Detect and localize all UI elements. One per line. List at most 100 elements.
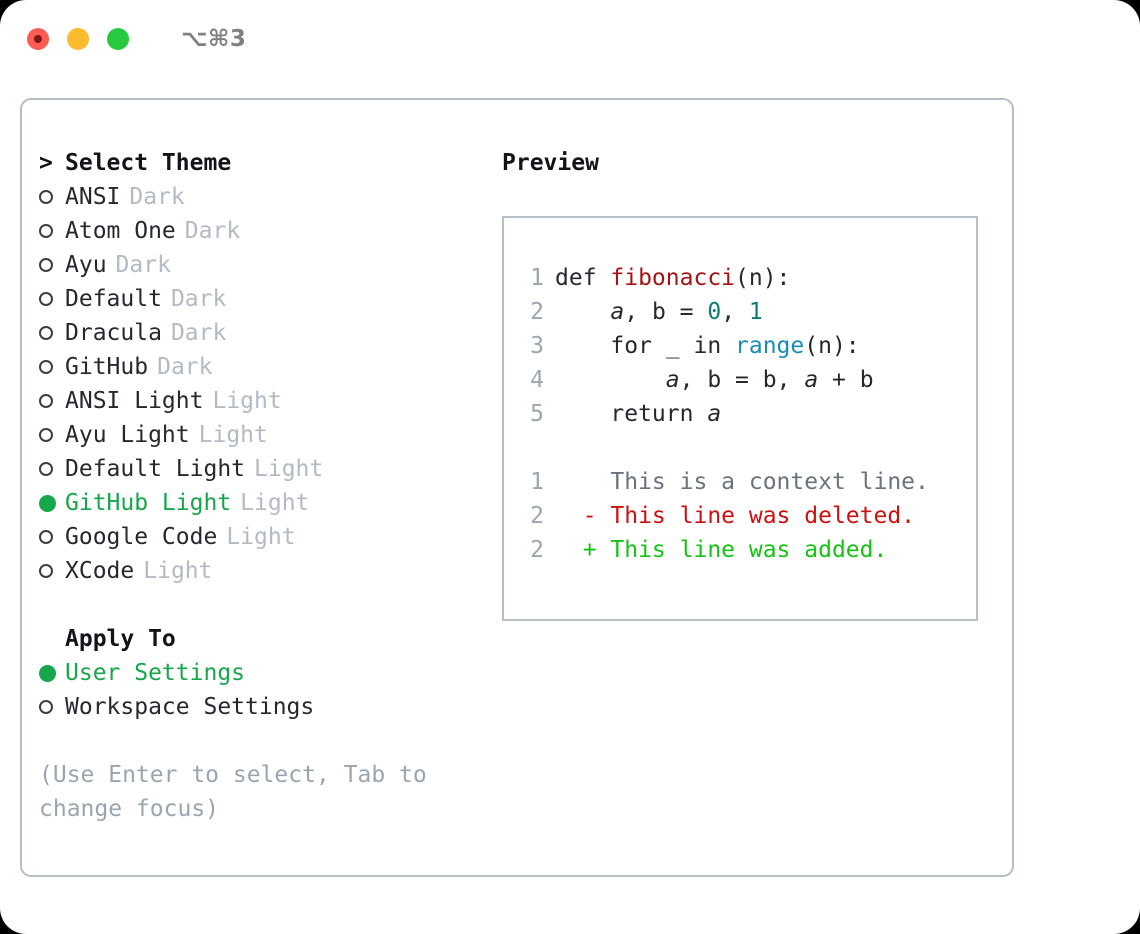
title-bar: ⌥⌘3 (0, 0, 1140, 78)
window-controls (27, 28, 129, 50)
theme-option-4[interactable]: Dracula Dark (39, 316, 469, 350)
theme-option-9[interactable]: GitHub Light Light (39, 486, 469, 520)
theme-variant-tag: Light (240, 490, 310, 516)
code-token-plain: b (859, 367, 874, 393)
code-token-plain: b (651, 299, 666, 325)
code-token-plain: (n): (735, 265, 791, 291)
radio-unselected-icon (39, 428, 65, 442)
code-token-plain: def (555, 265, 611, 291)
apply-option-0[interactable]: User Settings (39, 656, 469, 690)
theme-option-3[interactable]: Default Dark (39, 282, 469, 316)
radio-unselected-icon (39, 190, 65, 204)
radio-unselected-icon (39, 224, 65, 238)
code-line-text: a, b = b, a + b (544, 363, 874, 397)
close-button[interactable] (27, 28, 49, 50)
theme-option-label: Dracula (65, 320, 162, 346)
code-token-fn: fibonacci (610, 265, 736, 291)
select-theme-header: > Select Theme (39, 146, 469, 180)
zoom-button[interactable] (107, 28, 129, 50)
theme-variant-tag: Dark (170, 286, 227, 312)
theme-option-label: Default (65, 286, 162, 312)
code-line-text: a, b = 0, 1 (544, 295, 763, 329)
close-icon (34, 35, 42, 43)
code-token-num: 1 (748, 299, 763, 325)
apply-to-header-label: Apply To (65, 626, 176, 652)
code-token-plain: , (721, 299, 749, 325)
diff-line-number: 1 (530, 469, 544, 495)
theme-variant-tag: Light (143, 558, 213, 584)
radio-unselected-icon (39, 394, 65, 408)
theme-option-label: GitHub (65, 354, 149, 380)
code-token-plain: , (776, 367, 805, 393)
diff-line-ctx: 1 This is a context line. (504, 465, 976, 499)
apply-option-label: User Settings (65, 660, 246, 686)
theme-option-label: ANSI (65, 184, 121, 210)
theme-option-label: XCode (65, 558, 135, 584)
diff-line-number: 2 (530, 537, 544, 563)
radio-unselected-icon (39, 258, 65, 272)
theme-variant-tag: Light (254, 456, 324, 482)
code-token-plain: + (818, 367, 860, 393)
radio-glyph (39, 292, 53, 306)
theme-option-label: ANSI Light (65, 388, 204, 414)
radio-glyph (39, 428, 53, 442)
diff-line-text: This is a context line. (555, 469, 929, 495)
diff-sample: 1 This is a context line.2 - This line w… (504, 465, 976, 567)
code-line: 4 a, b = b, a + b (504, 363, 976, 397)
diff-line-number: 2 (530, 503, 544, 529)
code-token-plain: = (721, 367, 763, 393)
caret-icon: > (39, 150, 53, 176)
radio-glyph (39, 564, 53, 578)
keyboard-hint: (Use Enter to select, Tab to change focu… (39, 762, 427, 822)
theme-option-11[interactable]: XCode Light (39, 554, 469, 588)
radio-unselected-icon (39, 530, 65, 544)
apply-option-1[interactable]: Workspace Settings (39, 690, 469, 724)
theme-variant-tag: Light (212, 388, 282, 414)
theme-option-label: Atom One (65, 218, 176, 244)
theme-option-label: Ayu (65, 252, 107, 278)
theme-variant-tag: Dark (170, 320, 227, 346)
radio-unselected-icon (39, 292, 65, 306)
code-line-number: 5 (530, 401, 544, 427)
apply-to-header: >Apply To (39, 622, 469, 656)
select-theme-header-label: Select Theme (65, 150, 232, 176)
radio-glyph (39, 700, 53, 714)
theme-option-label: GitHub Light (65, 490, 232, 516)
radio-selected-icon (39, 494, 65, 512)
radio-unselected-icon (39, 326, 65, 340)
code-token-var: a (707, 401, 722, 427)
diff-line-text: + This line was added. (555, 537, 888, 563)
radio-selected-icon (39, 664, 65, 682)
theme-variant-tag: Light (198, 422, 268, 448)
code-line-number: 1 (530, 265, 544, 291)
code-line-text: def fibonacci(n): (544, 261, 790, 295)
theme-option-6[interactable]: ANSI Light Light (39, 384, 469, 418)
radio-glyph (39, 224, 53, 238)
code-token-plain (555, 367, 666, 393)
radio-glyph (39, 326, 53, 340)
code-token-var: a (610, 299, 625, 325)
titlebar-shortcut-label: ⌥⌘3 (181, 26, 247, 52)
radio-unselected-icon (39, 462, 65, 476)
radio-glyph (39, 360, 53, 374)
theme-option-label: Ayu Light (65, 422, 190, 448)
code-line: 2 a, b = 0, 1 (504, 295, 976, 329)
radio-glyph (39, 394, 53, 408)
theme-variant-tag: Light (226, 524, 296, 550)
minimize-button[interactable] (67, 28, 89, 50)
section-spacer (39, 588, 469, 622)
theme-option-7[interactable]: Ayu Light Light (39, 418, 469, 452)
code-token-var: a (665, 367, 680, 393)
